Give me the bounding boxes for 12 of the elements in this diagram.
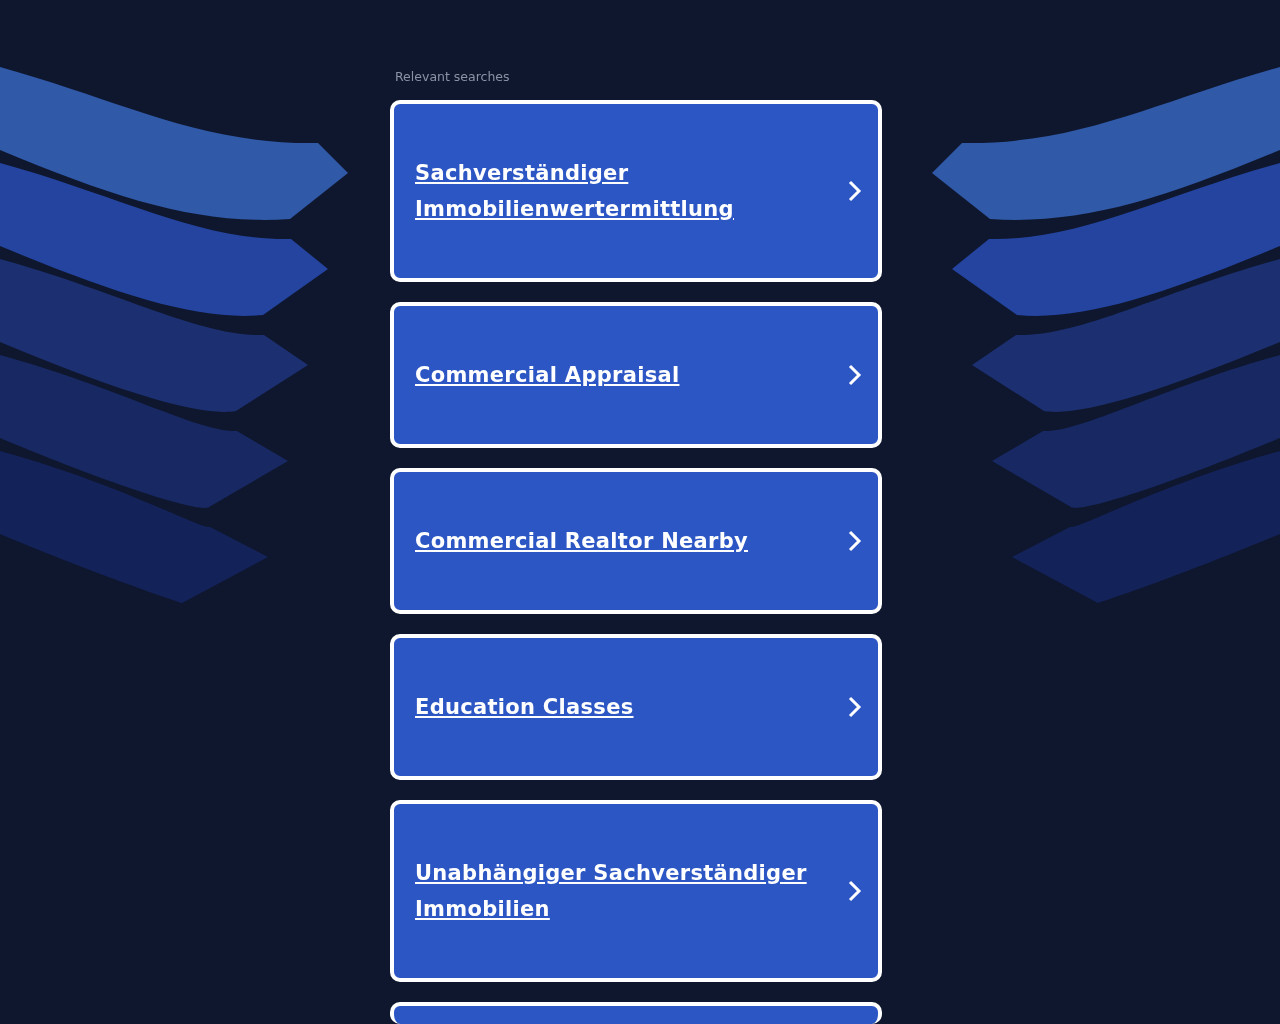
search-link: Commercial Appraisal — [415, 362, 681, 389]
search-result-card — [390, 800, 882, 982]
search-link: Education Classes — [415, 694, 635, 721]
search-link: Sachverständiger Immobilienwertermittlung — [415, 160, 735, 223]
search-result-card — [390, 468, 882, 614]
search-result-card — [390, 302, 882, 448]
search-link: Unabhängiger Sachverständiger Immobilien — [415, 860, 808, 923]
search-result-card — [390, 100, 882, 282]
search-link: Commercial Realtor Nearby — [415, 528, 749, 555]
section-heading: Relevant searches — [395, 69, 510, 84]
search-result-card — [390, 634, 882, 780]
search-result-card — [390, 1002, 882, 1024]
